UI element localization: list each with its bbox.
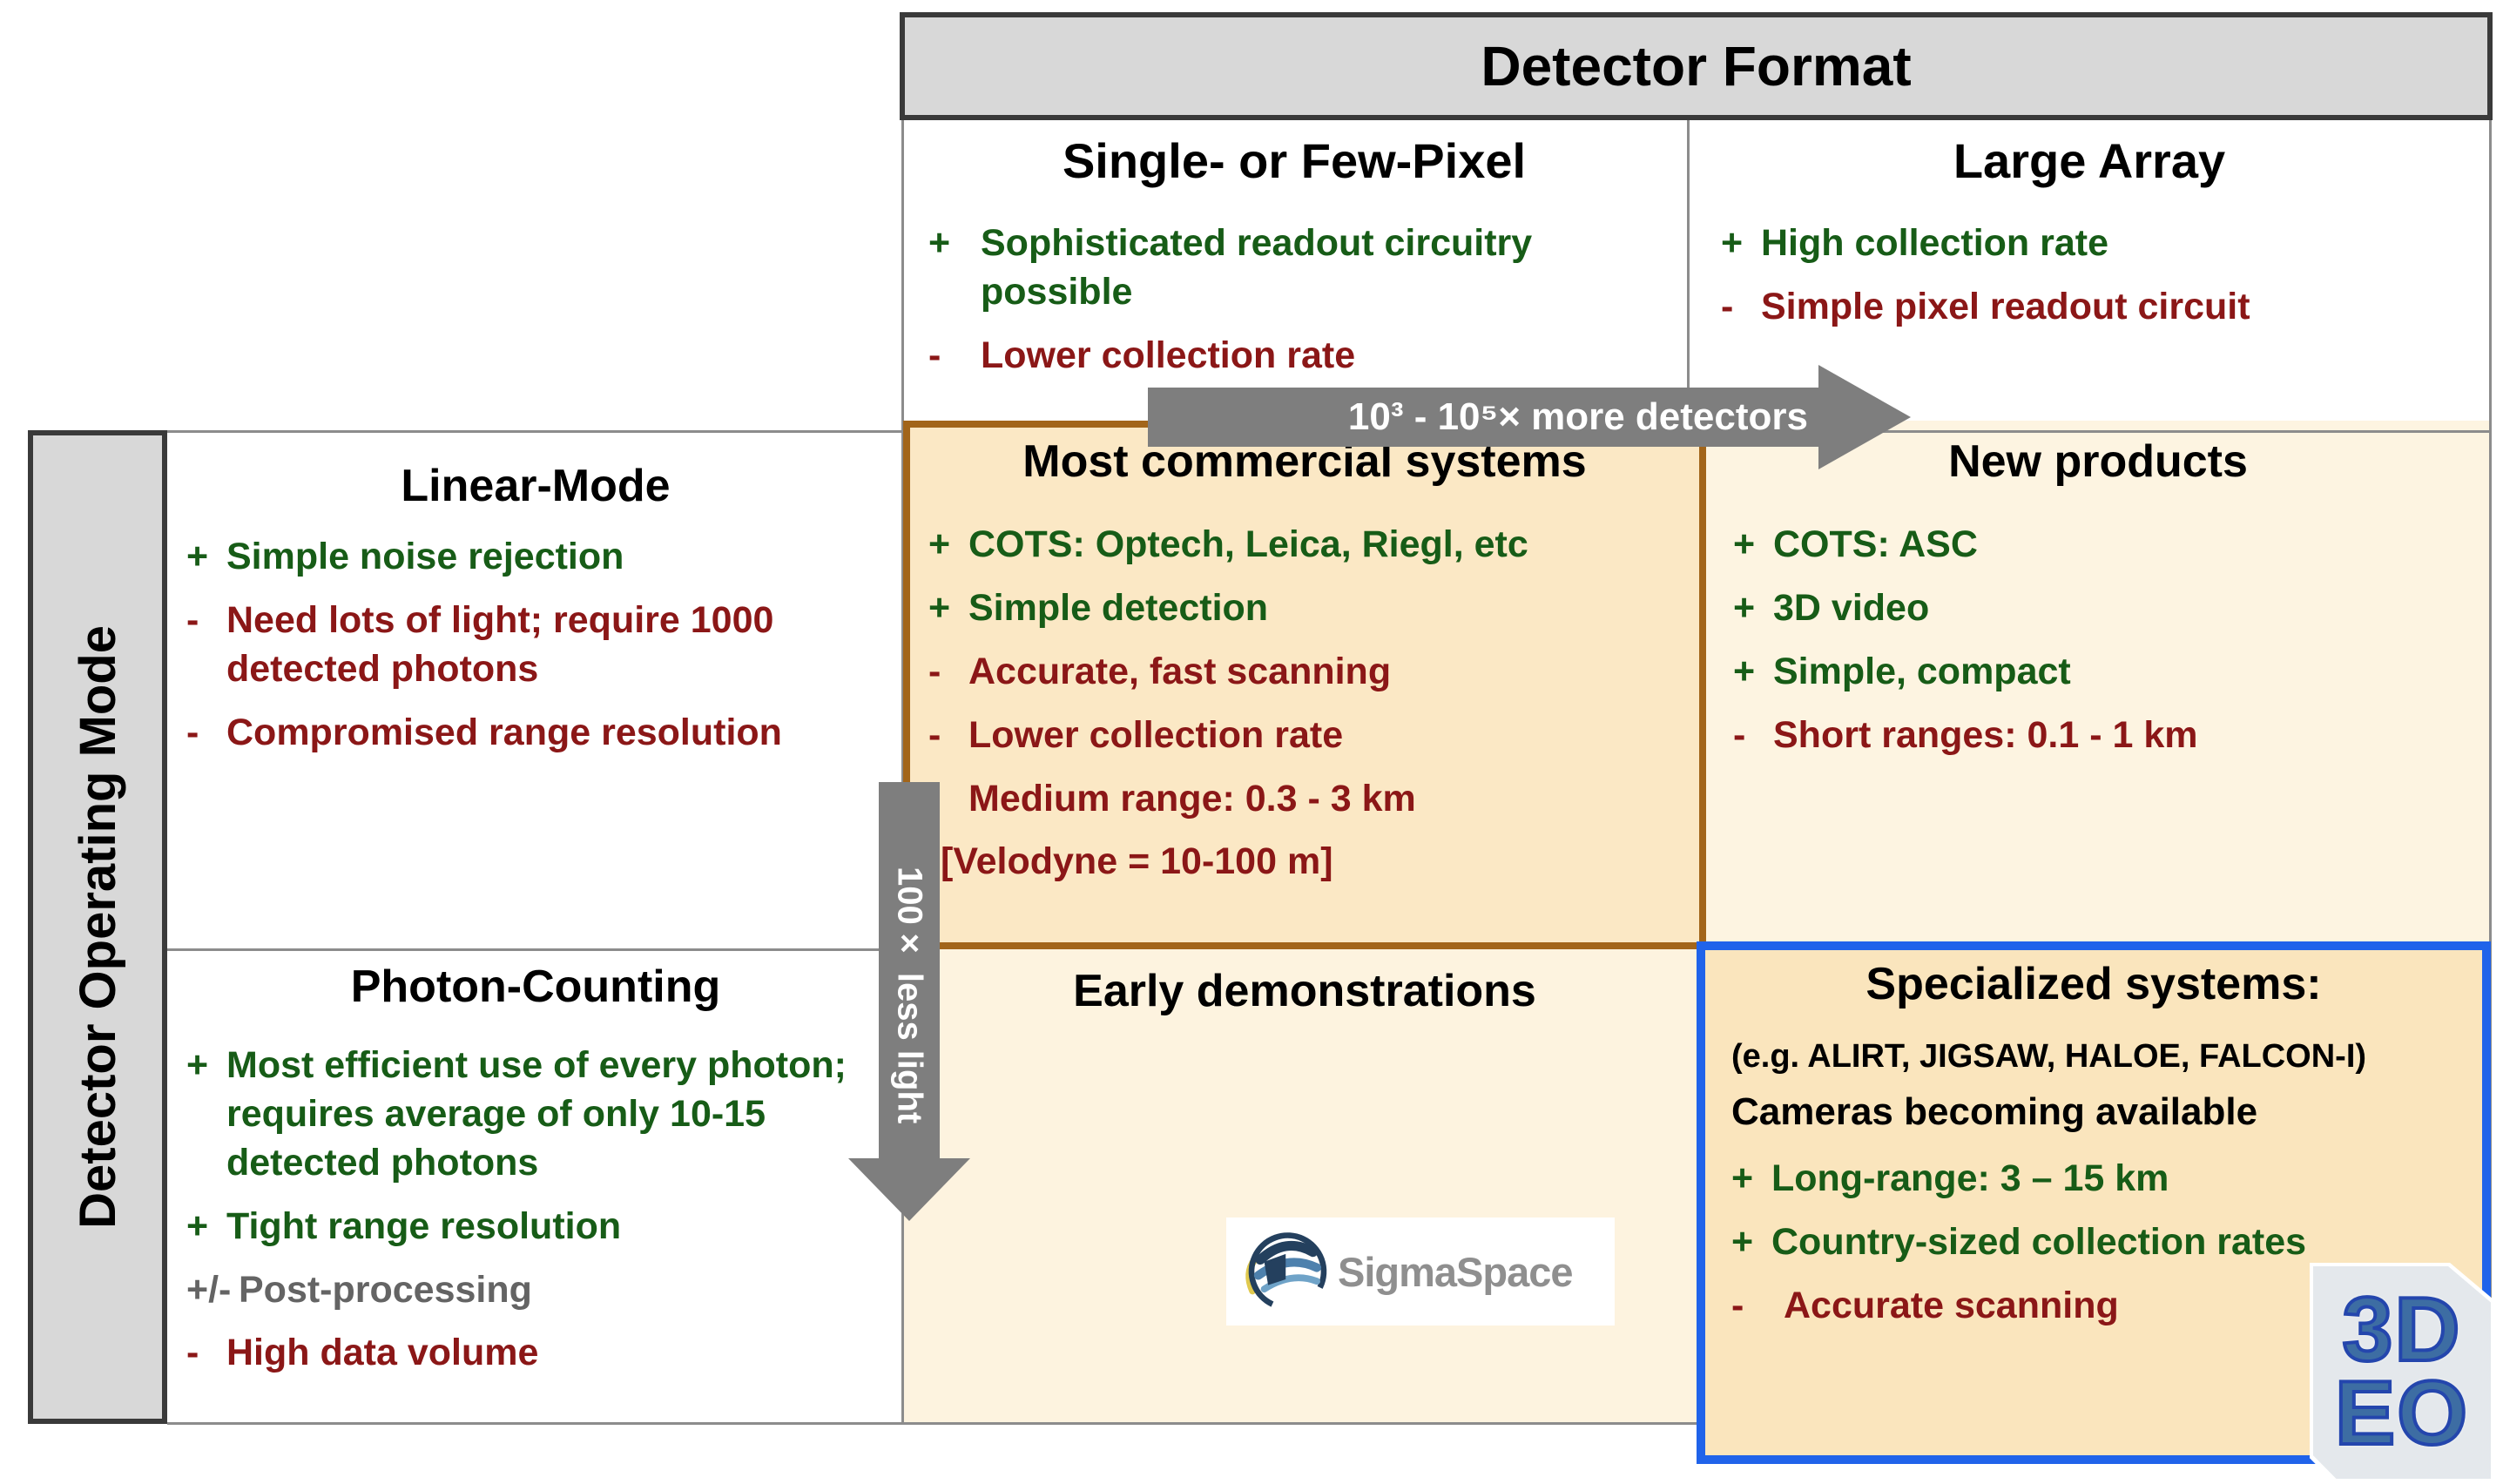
- row-header-linear-mode: Linear-Mode: [401, 461, 671, 511]
- sigmaspace-logo: SigmaSpace: [1226, 1218, 1615, 1325]
- list-item: + Simple, compact: [1733, 650, 2071, 692]
- list-item: - Simple pixel readout circuit: [1721, 285, 2250, 327]
- detector-operating-mode-sidebar: Detector Operating Mode: [28, 430, 167, 1424]
- list-item: +/- Post-processing: [186, 1268, 532, 1311]
- less-light-arrow: 100× less light: [879, 782, 940, 1160]
- column-header-large-array: Large Array: [1953, 133, 2226, 188]
- cell-most-commercial-systems: [903, 421, 1706, 949]
- specialized-pros-cons: + Long-range: 3 – 15 km + Country-sized …: [1731, 1155, 2463, 1346]
- list-item: - Compromised range resolution: [186, 711, 782, 753]
- more-detectors-arrowhead-icon: [1818, 365, 1911, 469]
- list-item: + Most efficient use of every photon; re…: [186, 1044, 847, 1184]
- more-detectors-arrow-label: 10³ - 10⁵× more detectors: [1347, 395, 1808, 438]
- less-light-arrow-label: 100× less light: [890, 867, 929, 1124]
- grid-vline-right-edge: [2489, 120, 2492, 1424]
- list-item: - Lower collection rate: [928, 713, 1344, 756]
- list-item: + 3D video: [1733, 586, 1930, 629]
- list-item: + Simple detection: [928, 586, 1269, 629]
- list-item: - Medium range: 0.3 - 3 km: [928, 777, 1416, 820]
- list-item: + COTS: Optech, Leica, Riegl, etc: [928, 523, 1528, 565]
- column-header-single-few-pixel: Single- or Few-Pixel: [1062, 133, 1527, 188]
- grid-hline-table-bottom: [167, 1422, 2491, 1425]
- list-item: - Short ranges: 0.1 - 1 km: [1733, 713, 2198, 756]
- cell-early-demonstrations: [903, 949, 1705, 1422]
- grid-vline-between-format-columns: [1687, 120, 1690, 422]
- large-array-pros-cons: + High collection rate - Simple pixel re…: [1721, 219, 2487, 347]
- list-item: + Long-range: 3 – 15 km: [1731, 1157, 2169, 1199]
- new-products-pros-cons: + COTS: ASC + 3D video + Simple, compact…: [1733, 521, 2473, 775]
- detector-format-title: Detector Format: [1481, 35, 1912, 98]
- detector-operating-mode-title: Detector Operating Mode: [69, 625, 126, 1229]
- list-item: + Sophisticated readout circuitry possib…: [928, 222, 1533, 313]
- linear-mode-pros-cons: + Simple noise rejection - Need lots of …: [186, 533, 897, 772]
- grid-hline-row-divider: [167, 948, 904, 951]
- list-item: + Simple noise rejection: [186, 536, 624, 577]
- list-item: - Need lots of light; require 1000 detec…: [186, 598, 774, 690]
- list-item: - Accurate, fast scanning: [928, 650, 1392, 692]
- less-light-arrowhead-icon: [848, 1158, 970, 1221]
- list-item: [Velodyne = 10-100 m]: [941, 840, 1333, 883]
- row-header-photon-counting: Photon-Counting: [350, 961, 721, 1012]
- 3deo-logo-line2: EO: [2333, 1363, 2470, 1464]
- specialized-note: Cameras becoming available: [1731, 1090, 2258, 1133]
- 3deo-logo-line1: 3D: [2341, 1279, 2462, 1381]
- early-demonstrations-title: Early demonstrations: [1073, 966, 1536, 1016]
- new-products-title: New products: [1948, 436, 2248, 487]
- list-item: + Country-sized collection rates: [1731, 1220, 2307, 1263]
- list-item: + High collection rate: [1721, 222, 2109, 264]
- list-item: + COTS: ASC: [1733, 523, 1978, 565]
- single-few-pixel-pros-cons: + Sophisticated readout circuitry possib…: [928, 219, 1677, 395]
- 3deo-logo: 3D EO: [2310, 1263, 2494, 1482]
- cell-new-products: [1705, 421, 2491, 949]
- list-item: + Tight range resolution: [186, 1204, 622, 1247]
- specialized-title: Specialized systems:: [1865, 959, 2322, 1009]
- specialized-subtitle: (e.g. ALIRT, JIGSAW, HALOE, FALCON-I): [1731, 1038, 2367, 1075]
- list-item: - High data volume: [186, 1332, 539, 1374]
- more-detectors-arrow: 10³ - 10⁵× more detectors: [1148, 388, 1820, 447]
- photon-counting-pros-cons: + Most efficient use of every photon; re…: [186, 1042, 883, 1393]
- list-item: - Accurate scanning: [1731, 1284, 2119, 1326]
- detector-format-header: Detector Format: [900, 12, 2493, 120]
- list-item: - Lower collection rate: [928, 334, 1356, 376]
- most-commercial-pros-cons: + COTS: Optech, Leica, Riegl, etc + Simp…: [928, 521, 1686, 901]
- sigmaspace-wordmark: SigmaSpace: [1338, 1248, 1574, 1295]
- sigmaspace-swirl-icon: [1245, 1232, 1327, 1311]
- grid-vline-left-of-middle-column: [901, 120, 904, 1424]
